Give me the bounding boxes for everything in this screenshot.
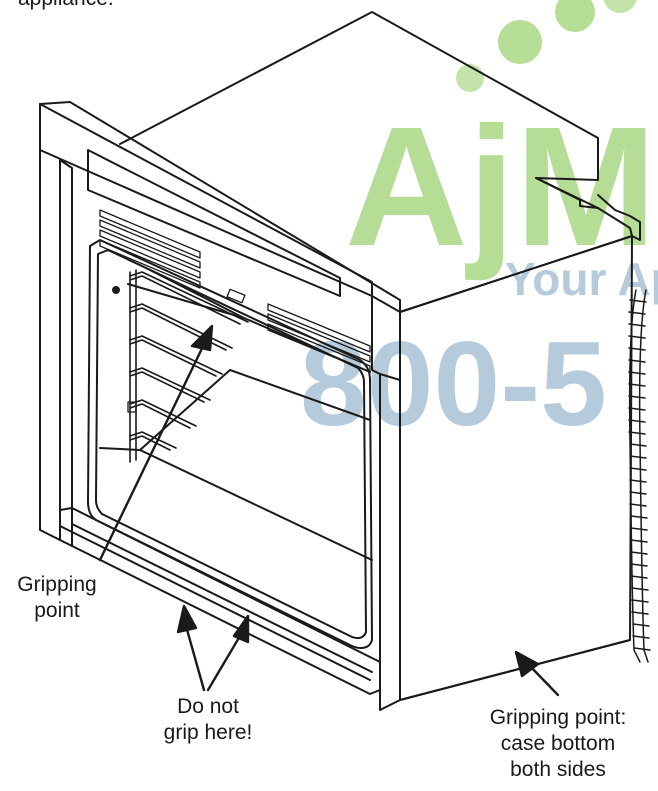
light-button	[112, 286, 120, 294]
frame-right-inner	[379, 373, 401, 381]
cavity-back-top	[149, 269, 245, 319]
watermark-phone: 800-5	[300, 317, 607, 451]
vent-slots-left	[99, 209, 201, 289]
bottom-trim-face	[59, 525, 371, 681]
label-line: grip here!	[163, 721, 253, 744]
arrow-gripping-point	[98, 324, 214, 562]
arrow-do-not-grip	[176, 604, 250, 692]
watermark-dot	[498, 20, 542, 64]
watermark: AjM Your Ap 800-5	[300, 0, 658, 451]
label-gripping-point-case: Gripping point: case bottom both sides	[468, 705, 648, 783]
label-line: point	[34, 599, 80, 622]
header-text-fragment: appliance.	[18, 0, 114, 12]
label-line: both sides	[510, 758, 606, 781]
bottom-trim-inner	[71, 523, 373, 673]
oven-cavity-inner	[95, 249, 367, 640]
frame-left-post	[39, 149, 61, 541]
label-do-not-grip: Do not grip here!	[138, 694, 278, 746]
label-gripping-point: Gripping point	[0, 572, 114, 624]
door-latch	[226, 288, 246, 304]
top-step	[597, 194, 641, 241]
label-line: Gripping point:	[489, 706, 627, 729]
label-line: case bottom	[500, 732, 616, 755]
cavity-floor	[99, 369, 371, 451]
cavity-back	[127, 283, 371, 373]
watermark-brand: AjM	[345, 92, 657, 282]
watermark-dot	[603, 0, 637, 13]
frame-left-inner	[59, 159, 73, 547]
watermark-dot	[555, 0, 595, 32]
watermark-dot	[456, 64, 484, 92]
control-panel-face	[39, 103, 373, 297]
side-panel-edge	[399, 639, 631, 701]
frame-right-post	[371, 295, 401, 711]
bottom-trim	[59, 507, 381, 695]
oven-cavity	[87, 239, 373, 649]
top-notch	[535, 177, 599, 209]
label-line: Gripping	[17, 573, 97, 596]
arrow-gripping-case	[514, 650, 560, 697]
label-line: Do not	[177, 695, 239, 718]
conduit-hose	[628, 289, 651, 663]
display-window	[87, 149, 341, 297]
side-panel	[399, 235, 633, 701]
oven-racks	[127, 269, 249, 463]
cavity-floor-edge	[139, 449, 373, 561]
